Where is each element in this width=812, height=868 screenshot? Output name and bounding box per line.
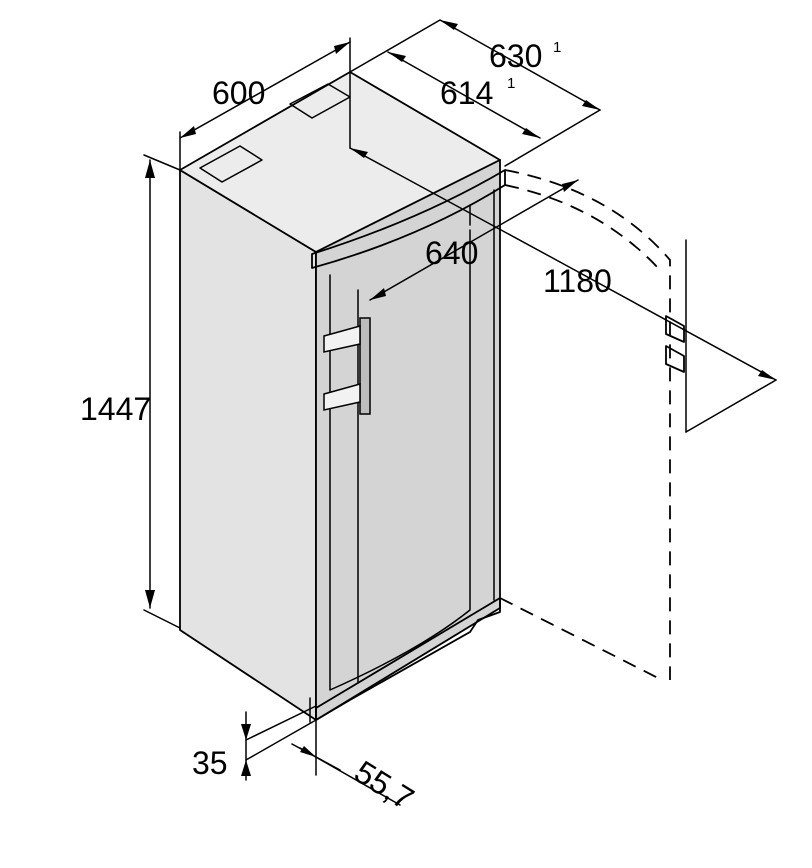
side-panel [179,169,317,721]
open-door-outline [499,169,685,681]
depth-note: 1 [507,75,515,92]
depth-label: 614 [440,75,493,111]
height-label: 1447 [80,391,151,427]
plinth [315,597,501,721]
door-handle [323,317,371,415]
depth-with-handle-label: 630 [489,38,542,74]
door-inner-edge [329,229,471,691]
depth-open-label: 640 [425,235,478,271]
plinth-offset-label: 55,7 [348,753,420,817]
depth-with-handle-note: 1 [553,39,561,56]
door-open-width-label: 1180 [543,263,612,299]
width-label: 600 [212,75,265,111]
top-vent-front [199,145,263,183]
dimension-lines [143,19,777,806]
appliance-body [179,71,506,723]
plinth-height-label: 35 [192,745,228,781]
